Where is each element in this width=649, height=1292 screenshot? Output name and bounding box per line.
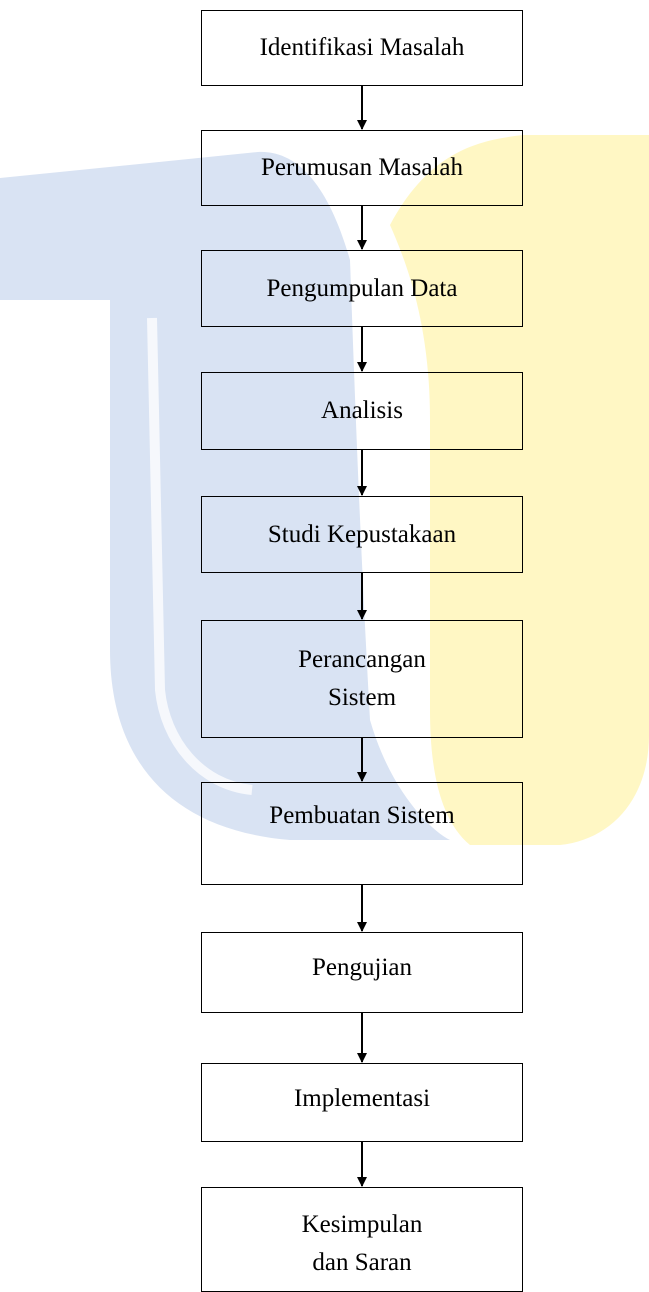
watermark-highlight <box>147 317 253 795</box>
step-perancangan-sistem: Perancangan Sistem <box>201 620 523 738</box>
step-analisis: Analisis <box>201 372 523 450</box>
step-label: Identifikasi Masalah <box>259 34 465 61</box>
step-label-line-1: Kesimpulan <box>301 1211 423 1238</box>
step-pengujian: Pengujian <box>201 932 523 1013</box>
step-pengumpulan-data: Pengumpulan Data <box>201 250 523 327</box>
step-label: Pengumpulan Data <box>266 274 458 302</box>
step-identifikasi-masalah: Identifikasi Masalah <box>201 10 523 86</box>
step-implementasi: Implementasi <box>201 1063 523 1142</box>
step-kesimpulan-dan-saran: Kesimpulan dan Saran <box>201 1187 523 1292</box>
step-label-line-2: dan Saran <box>312 1249 412 1276</box>
step-label-line-1: Perancangan <box>298 646 426 673</box>
step-label: Analisis <box>321 397 403 424</box>
step-label-line-2: Sistem <box>327 684 397 711</box>
step-label: Pembuatan Sistem <box>269 802 455 829</box>
step-label: Perumusan Masalah <box>260 154 464 181</box>
step-label: Pengujian <box>312 954 412 981</box>
step-perumusan-masalah: Perumusan Masalah <box>201 130 523 206</box>
step-pembuatan-sistem: Pembuatan Sistem <box>201 782 523 885</box>
step-label: Studi Kepustakaan <box>267 520 457 548</box>
step-studi-kepustakaan: Studi Kepustakaan <box>201 496 523 573</box>
watermark-blue-shape <box>0 151 450 840</box>
watermark-yellow-shape <box>390 135 649 845</box>
step-label: Implementasi <box>293 1085 431 1112</box>
